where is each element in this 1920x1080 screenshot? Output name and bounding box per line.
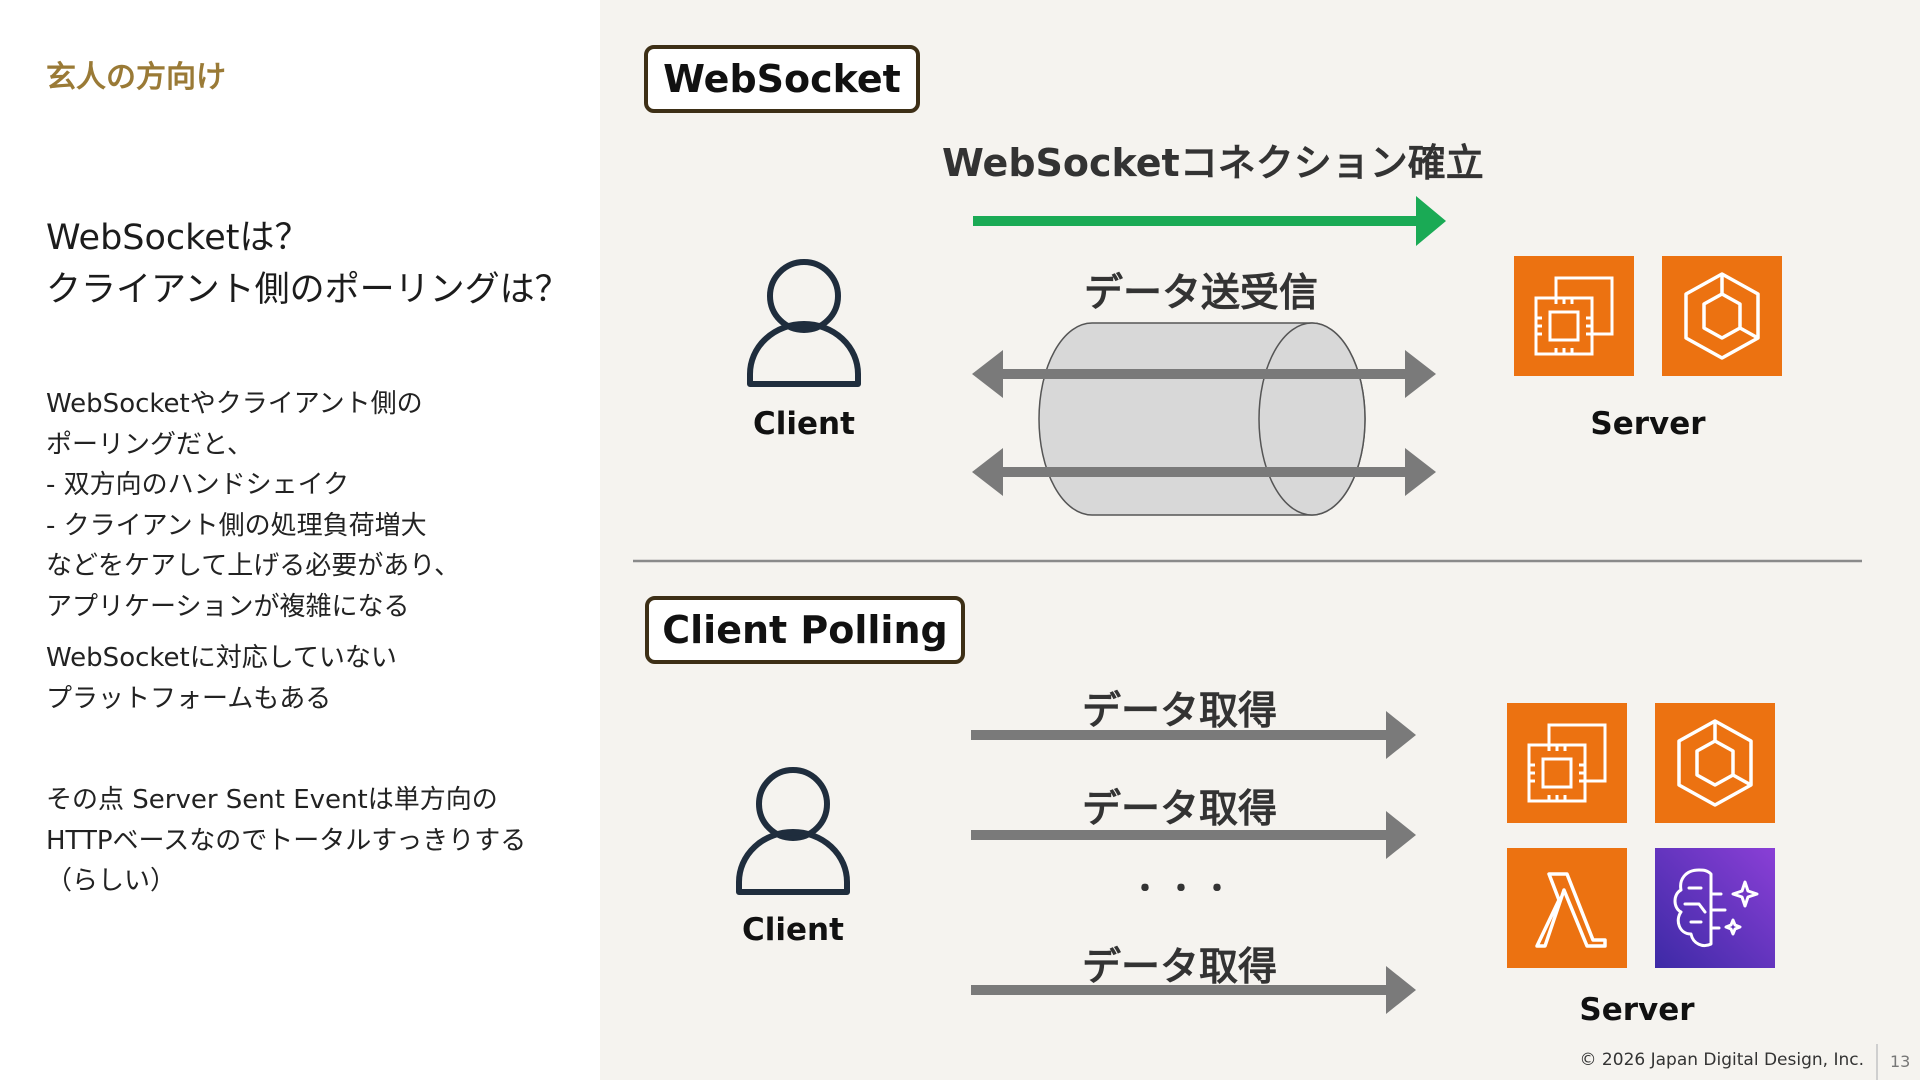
ec2-icon	[1514, 256, 1634, 376]
fetch-arrow-2	[971, 811, 1416, 859]
client-label: Client	[742, 912, 844, 948]
text-line: WebSocketやクライアント側の	[46, 389, 423, 419]
sse-note: その点 Server Sent Eventは単方向の HTTPベースなのでトータ…	[46, 780, 586, 902]
fetch-label: データ取得	[1082, 787, 1278, 832]
platform-note: WebSocketに対応していない プラットフォームもある	[46, 638, 586, 719]
text-line: （らしい）	[46, 866, 177, 896]
question-line: WebSocketは？	[46, 218, 310, 258]
ecs-icon	[1655, 703, 1775, 823]
server-label: Server	[1579, 992, 1695, 1028]
text-line: - 双方向のハンドシェイク	[46, 470, 350, 500]
fetch-arrow-3	[971, 966, 1416, 1014]
lambda-icon	[1507, 848, 1627, 968]
client-polling-title: Client Polling	[645, 596, 965, 664]
text-line: などをケアして上げる必要があり、	[46, 551, 461, 581]
audience-label: 玄人の方向け	[46, 60, 226, 95]
ellipsis: ・・・	[1130, 872, 1238, 907]
fetch-arrow-1	[971, 711, 1416, 759]
question-heading: WebSocketは？ クライアント側のポーリングは？	[46, 212, 606, 316]
data-exchange-label: データ送受信	[1084, 271, 1319, 316]
copyright: © 2026 Japan Digital Design, Inc.	[1579, 1050, 1864, 1070]
text-line: その点 Server Sent Eventは単方向の	[46, 785, 498, 815]
text-line: プラットフォームもある	[46, 683, 332, 714]
fetch-label: データ取得	[1082, 945, 1278, 990]
user-icon	[747, 259, 861, 387]
footer-divider	[1876, 1044, 1878, 1080]
text-line: アプリケーションが複雑になる	[46, 591, 410, 622]
bidirectional-arrow-upper	[972, 350, 1436, 398]
text-line: ポーリングだと、	[46, 429, 253, 460]
server-label: Server	[1590, 406, 1706, 442]
page-number: 13	[1890, 1052, 1911, 1071]
connection-arrow	[973, 196, 1446, 246]
client-label: Client	[753, 406, 855, 442]
explanation-paragraph: WebSocketやクライアント側の ポーリングだと、 - 双方向のハンドシェイ…	[46, 384, 586, 627]
fetch-label: データ取得	[1082, 689, 1278, 734]
left-panel: 玄人の方向け WebSocketは？ クライアント側のポーリングは？ WebSo…	[0, 0, 600, 1080]
text-line: - クライアント側の処理負荷増大	[46, 510, 427, 541]
ecs-icon	[1662, 256, 1782, 376]
ec2-icon	[1507, 703, 1627, 823]
text-line: WebSocketに対応していない	[46, 643, 397, 673]
bedrock-icon	[1655, 848, 1775, 968]
connection-label: WebSocketコネクション確立	[942, 141, 1484, 185]
text-line: HTTPベースなのでトータルすっきりする	[46, 825, 527, 856]
question-line: クライアント側のポーリングは？	[46, 270, 570, 310]
bidirectional-arrow-lower	[972, 448, 1436, 496]
user-icon	[736, 767, 850, 895]
websocket-title: WebSocket	[644, 45, 920, 113]
